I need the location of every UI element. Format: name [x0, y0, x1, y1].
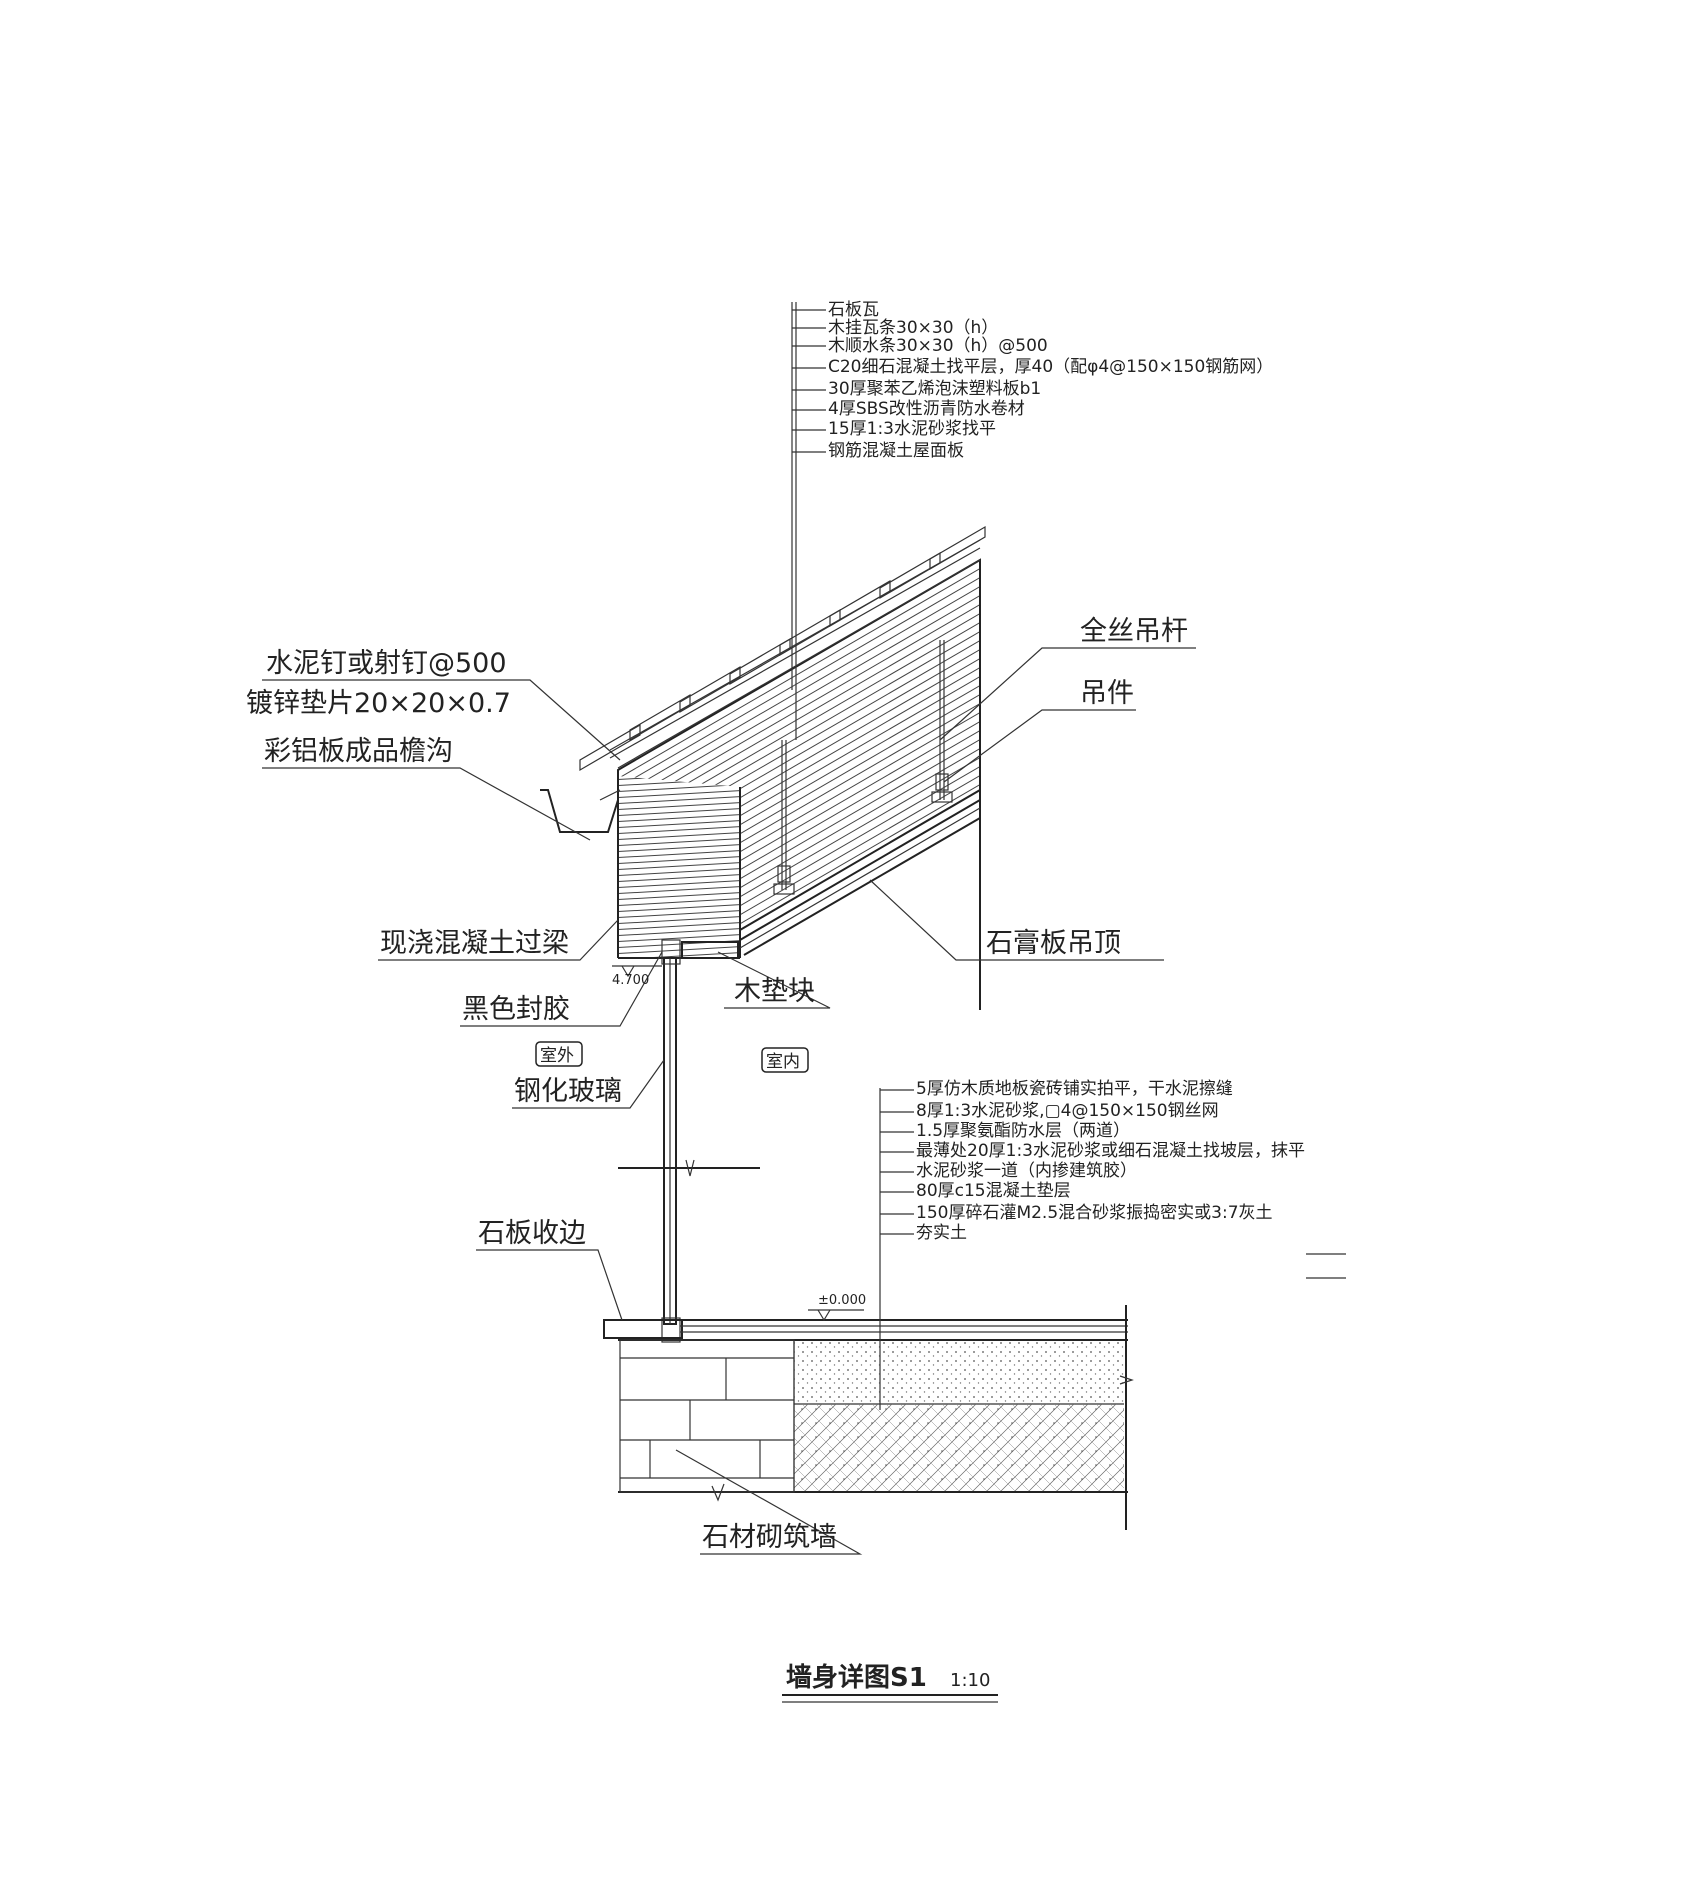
- lintel-beam-hatch: [618, 776, 740, 958]
- gutter-profile: [540, 789, 619, 833]
- floor-layer-4: 最薄处20厚1:3水泥砂浆或细石混凝土找坡层，抹平: [916, 1141, 1305, 1161]
- roof-layer-6: 4厚SBS改性沥青防水卷材: [828, 399, 1025, 419]
- roof-outline: [617, 558, 981, 958]
- roof-layer-7: 15厚1:3水泥砂浆找平: [828, 419, 996, 439]
- drawing-title-block: 墙身详图S1 1:10: [786, 1662, 990, 1693]
- window-assembly: [618, 939, 760, 1343]
- gravel-layer: [794, 1404, 1124, 1492]
- label-outdoor: 室外: [540, 1046, 574, 1066]
- concrete-bedding: [794, 1340, 1124, 1404]
- indoor-tag-box: [761, 1047, 809, 1073]
- wood-block: [681, 941, 739, 959]
- roof-layer-1: 石板瓦: [828, 300, 879, 320]
- ceiling-assembly: [739, 640, 981, 956]
- stone-edge-sill: [603, 1319, 683, 1339]
- floor-layer-6: 80厚c15混凝土垫层: [916, 1181, 1071, 1201]
- roof-layer-line: [609, 547, 981, 759]
- floor-layer-7: 150厚碎石灌M2.5混合砂浆振捣密实或3:7灰土: [916, 1203, 1273, 1223]
- floor-layer-8: 夯实土: [916, 1223, 967, 1243]
- elevation-top: 4.700: [612, 973, 649, 988]
- component-labels: 水泥钉或射钉@500 镀锌垫片20×20×0.7 彩铝板成品檐沟 现浇混凝土过梁…: [246, 616, 1188, 1553]
- drawing-title: 墙身详图S1: [786, 1662, 927, 1693]
- floor-layer-1: 5厚仿木质地板瓷砖铺实拍平，干水泥擦缝: [916, 1079, 1233, 1099]
- label-washer: 镀锌垫片20×20×0.7: [246, 688, 511, 719]
- hanger-1: [777, 865, 791, 883]
- roof-layer-2: 木挂瓦条30×30（h）: [828, 318, 998, 338]
- elevation-floor: ±0.000: [818, 1293, 866, 1308]
- ceiling-bottom: [743, 817, 981, 956]
- floor-layer-3: 1.5厚聚氨酯防水层（两道）: [916, 1121, 1130, 1141]
- label-stone-edge: 石板收边: [478, 1218, 586, 1249]
- floor-layer-5: 水泥砂浆一道（内掺建筑胶）: [916, 1161, 1137, 1181]
- label-nail: 水泥钉或射钉@500: [266, 648, 507, 679]
- label-gutter: 彩铝板成品檐沟: [264, 736, 453, 767]
- floor-assembly: [603, 1305, 1134, 1530]
- roof-layer-labels: 石板瓦 木挂瓦条30×30（h） 木顺水条30×30（h）@500 C20细石混…: [828, 300, 1273, 461]
- bottom-frame: [661, 1317, 681, 1343]
- label-lintel: 现浇混凝土过梁: [380, 928, 569, 959]
- hanger-2: [935, 773, 949, 791]
- label-hanger: 吊件: [1080, 678, 1134, 709]
- outdoor-tag-box: [535, 1041, 583, 1067]
- gypsum-board-inner: [739, 807, 981, 949]
- leader-lines: [262, 302, 1346, 1703]
- roof-layer-8: 钢筋混凝土屋面板: [828, 441, 964, 461]
- gutter-nail: [599, 789, 621, 801]
- floor-layer-labels: 5厚仿木质地板瓷砖铺实拍平，干水泥擦缝 8厚1:3水泥砂浆,▢4@150×150…: [916, 1079, 1305, 1243]
- label-wood-block: 木垫块: [734, 976, 815, 1007]
- label-ceiling: 石膏板吊顶: [986, 928, 1121, 959]
- floor-layer-2: 8厚1:3水泥砂浆,▢4@150×150钢丝网: [916, 1101, 1219, 1121]
- roof-layer-3: 木顺水条30×30（h）@500: [828, 336, 1048, 356]
- label-masonry: 石材砌筑墙: [702, 1522, 837, 1553]
- roof-layer-4: C20细石混凝土找平层，厚40（配φ4@150×150钢筋网）: [828, 357, 1273, 377]
- gypsum-board: [739, 799, 981, 941]
- label-indoor: 室内: [766, 1052, 800, 1072]
- drawing-scale: 1:10: [950, 1670, 990, 1691]
- roof-layer-5: 30厚聚苯乙烯泡沫塑料板b1: [828, 379, 1041, 399]
- stone-tiles: [579, 525, 986, 772]
- roof-layer-line: [617, 559, 981, 769]
- label-glass: 钢化玻璃: [514, 1076, 622, 1107]
- label-sealant: 黑色封胶: [462, 994, 570, 1025]
- stone-masonry-wall: [619, 1339, 795, 1493]
- label-hanger-rod: 全丝吊杆: [1080, 616, 1188, 647]
